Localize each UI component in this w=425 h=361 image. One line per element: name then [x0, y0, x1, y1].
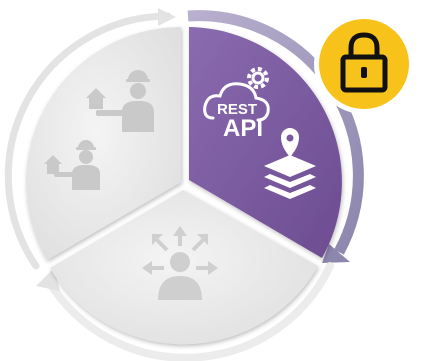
cycle-arrow-left-ring [4, 12, 172, 270]
lock-badge [314, 14, 414, 114]
api-label: API [223, 115, 263, 142]
map-pin-layers-icon [264, 128, 316, 199]
cycle-arrow-bottom-ring [44, 262, 334, 361]
cycle-arrow-top [158, 8, 176, 26]
cycle-arrow-right-head [322, 244, 350, 263]
rest-label: REST [217, 101, 257, 118]
padlock-icon [340, 32, 388, 93]
rest-api-cloud-gear-icon: REST API [203, 67, 270, 142]
person-with-outward-arrows-icon [142, 226, 218, 300]
gear-icon [247, 67, 269, 89]
workers-with-houses-icon [44, 70, 154, 190]
